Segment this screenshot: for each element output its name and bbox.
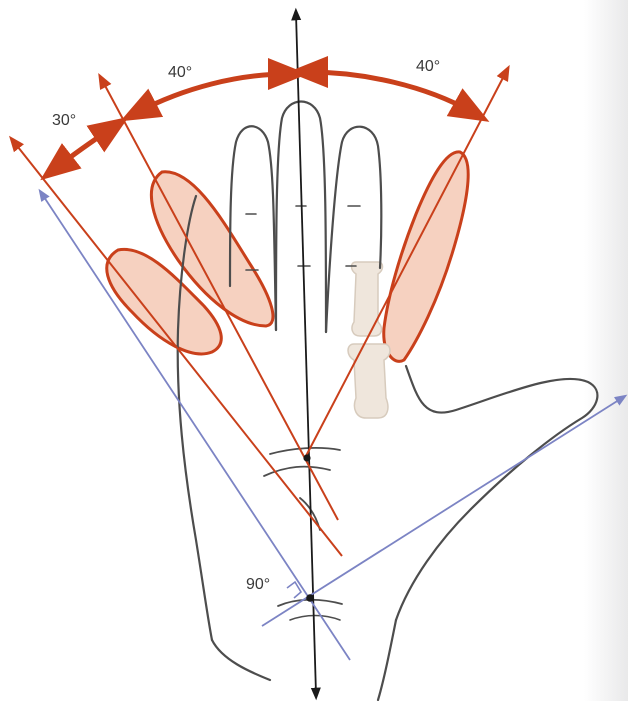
deviated-fingers bbox=[107, 152, 468, 361]
angle-label-30: 30° bbox=[52, 112, 76, 130]
angle-label-40-left: 40° bbox=[168, 64, 192, 82]
arc-arrow-30 bbox=[56, 128, 112, 168]
range-arrows bbox=[56, 72, 472, 168]
angle-label-40-right: 40° bbox=[416, 58, 440, 76]
angle-label-90: 90° bbox=[246, 576, 270, 594]
pivot-dot-icon bbox=[306, 594, 314, 602]
right-angle-icon bbox=[287, 582, 301, 598]
finger-right bbox=[384, 152, 468, 361]
arc-arrow-40-right bbox=[308, 72, 472, 112]
arc-arrow-40-left bbox=[138, 74, 288, 112]
pivot-dot-icon bbox=[303, 454, 310, 461]
